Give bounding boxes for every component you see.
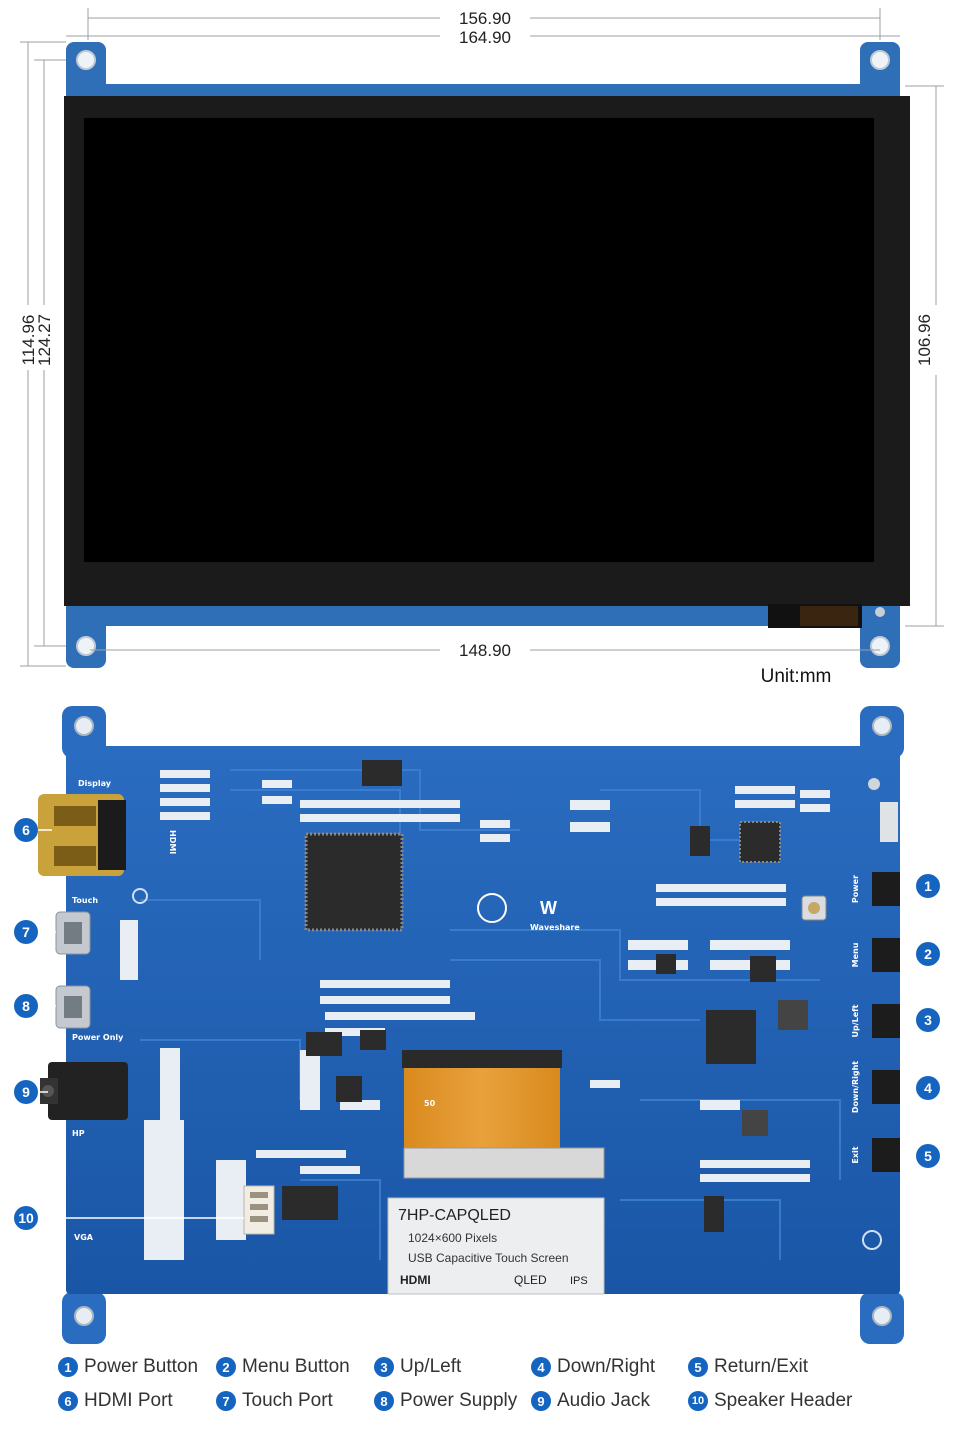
svg-text:2: 2: [924, 946, 932, 962]
silk-touch: Touch: [72, 896, 98, 905]
legend-num-5: 5: [688, 1357, 708, 1377]
silk-button-down-right: Down/Right: [851, 1061, 860, 1113]
speaker-header: [243, 1185, 275, 1235]
svg-text:10: 10: [18, 1210, 34, 1226]
svg-text:W: W: [540, 898, 557, 918]
legend-num-1: 1: [58, 1357, 78, 1377]
brand-logos: W Waveshare: [477, 893, 580, 932]
silk-button-exit: Exit: [851, 1146, 860, 1163]
front-active-area: [84, 118, 874, 562]
legend-num-6: 6: [58, 1391, 78, 1411]
legend-item-6: 6 HDMI Port: [58, 1390, 173, 1412]
legend-label-1: Power Button: [84, 1356, 199, 1377]
product-sticker: [387, 1197, 605, 1295]
legend-label-2: Menu Button: [242, 1356, 350, 1377]
silk-display: Display: [78, 779, 112, 788]
legend-item-4: 4 Down/Right: [531, 1356, 655, 1378]
legend-label-9: Audio Jack: [557, 1390, 650, 1411]
callout-marker-8: 8: [14, 994, 38, 1018]
dim-right: 106.96: [915, 314, 934, 366]
silk-button-menu: Menu: [851, 942, 860, 967]
legend-item-8: 8 Power Supply: [374, 1390, 517, 1412]
dim-bottom: 148.90: [459, 641, 511, 660]
svg-text:1: 1: [924, 878, 932, 894]
fpc-ribbon: [402, 1050, 605, 1179]
legend-label-6: HDMI Port: [84, 1390, 173, 1411]
sticker-line2: USB Capacitive Touch Screen: [408, 1251, 569, 1265]
dim-left-inner: 124.27: [35, 314, 54, 366]
legend-num-8: 8: [374, 1391, 394, 1411]
legend-item-5: 5 Return/Exit: [688, 1356, 808, 1378]
smd-components: [120, 770, 830, 1260]
svg-text:7: 7: [22, 924, 30, 940]
svg-text:3: 3: [924, 1012, 932, 1028]
silk-button-power: Power: [851, 875, 860, 903]
legend-label-5: Return/Exit: [714, 1356, 808, 1377]
legend-num-2: 2: [216, 1357, 236, 1377]
silk-button-up-left: Up/Left: [851, 1004, 860, 1037]
callout-marker-1: 1: [916, 874, 940, 898]
legend-num-10: 10: [688, 1391, 708, 1411]
callout-marker-5: 5: [916, 1144, 940, 1168]
unit-label: Unit:mm: [761, 666, 832, 687]
legend-num-3: 3: [374, 1357, 394, 1377]
sticker-title: 7HP-CAPQLED: [398, 1207, 511, 1224]
dim-top-inner: 156.90: [459, 9, 511, 28]
dim-left-outer: 114.96: [19, 315, 38, 366]
silk-brand: Waveshare: [530, 923, 580, 932]
ic-chips: [282, 760, 808, 1232]
sticker-badge-hdmi: HDMI: [400, 1273, 431, 1287]
callout-marker-7: 7: [14, 920, 38, 944]
rear-view: Display HDMI Touch Power Only HP VGA: [38, 706, 904, 1344]
legend-item-7: 7 Touch Port: [216, 1390, 333, 1412]
svg-text:9: 9: [22, 1084, 30, 1100]
legend-item-1: 1 Power Button: [58, 1356, 198, 1378]
sticker-badge-qled: QLED: [514, 1273, 547, 1287]
micro-usb-touch: [55, 911, 91, 955]
legend-num-7: 7: [216, 1391, 236, 1411]
product-diagram: 156.90 164.90 114.96 124.27 106.96 148.9…: [14, 8, 944, 1344]
dim-top-outer: 164.90: [459, 28, 511, 47]
rear-mount-ears: [62, 706, 904, 1344]
svg-text:4: 4: [924, 1080, 932, 1096]
audio-jack: [40, 1062, 128, 1120]
legend-item-2: 2 Menu Button: [216, 1356, 350, 1378]
silk-vga: VGA: [74, 1233, 94, 1242]
svg-text:5: 5: [924, 1148, 932, 1164]
silk-fpc-pin: 50: [424, 1099, 436, 1108]
svg-text:8: 8: [22, 998, 30, 1014]
callout-marker-10: 10: [14, 1206, 38, 1230]
callout-marker-3: 3: [916, 1008, 940, 1032]
legend-label-3: Up/Left: [400, 1356, 462, 1377]
micro-usb-power: [55, 985, 91, 1029]
side-buttons: [872, 872, 900, 1172]
hdmi-port: [38, 794, 126, 876]
legend-num-9: 9: [531, 1391, 551, 1411]
legend-label-10: Speaker Header: [714, 1390, 853, 1411]
silk-hp: HP: [72, 1129, 85, 1138]
callout-marker-6: 6: [14, 818, 38, 842]
svg-text:6: 6: [22, 822, 30, 838]
callout-marker-2: 2: [916, 942, 940, 966]
front-view: [64, 42, 910, 668]
legend-item-9: 9 Audio Jack: [531, 1390, 650, 1412]
sticker-badge-ips: IPS: [570, 1275, 588, 1287]
sticker-line1: 1024×600 Pixels: [408, 1231, 497, 1245]
callout-legend: 1 Power Button 2 Menu Button 3 Up/Left 4…: [0, 1350, 960, 1430]
silk-hdmi: HDMI: [168, 830, 177, 854]
callout-marker-9: 9: [14, 1080, 38, 1104]
legend-item-10: 10 Speaker Header: [688, 1390, 852, 1412]
legend-label-8: Power Supply: [400, 1390, 518, 1411]
silk-power-only: Power Only: [72, 1033, 124, 1042]
legend-label-4: Down/Right: [557, 1356, 656, 1377]
legend-label-7: Touch Port: [242, 1390, 333, 1411]
callout-markers: 1 2 3 4 5 6 7 8 9 10: [14, 818, 940, 1230]
callout-marker-4: 4: [916, 1076, 940, 1100]
right-edge-connector: [880, 802, 898, 842]
callout-leaders: [38, 829, 916, 1219]
dimension-lines: [20, 8, 944, 667]
legend-num-4: 4: [531, 1357, 551, 1377]
legend-item-3: 3 Up/Left: [374, 1356, 461, 1378]
